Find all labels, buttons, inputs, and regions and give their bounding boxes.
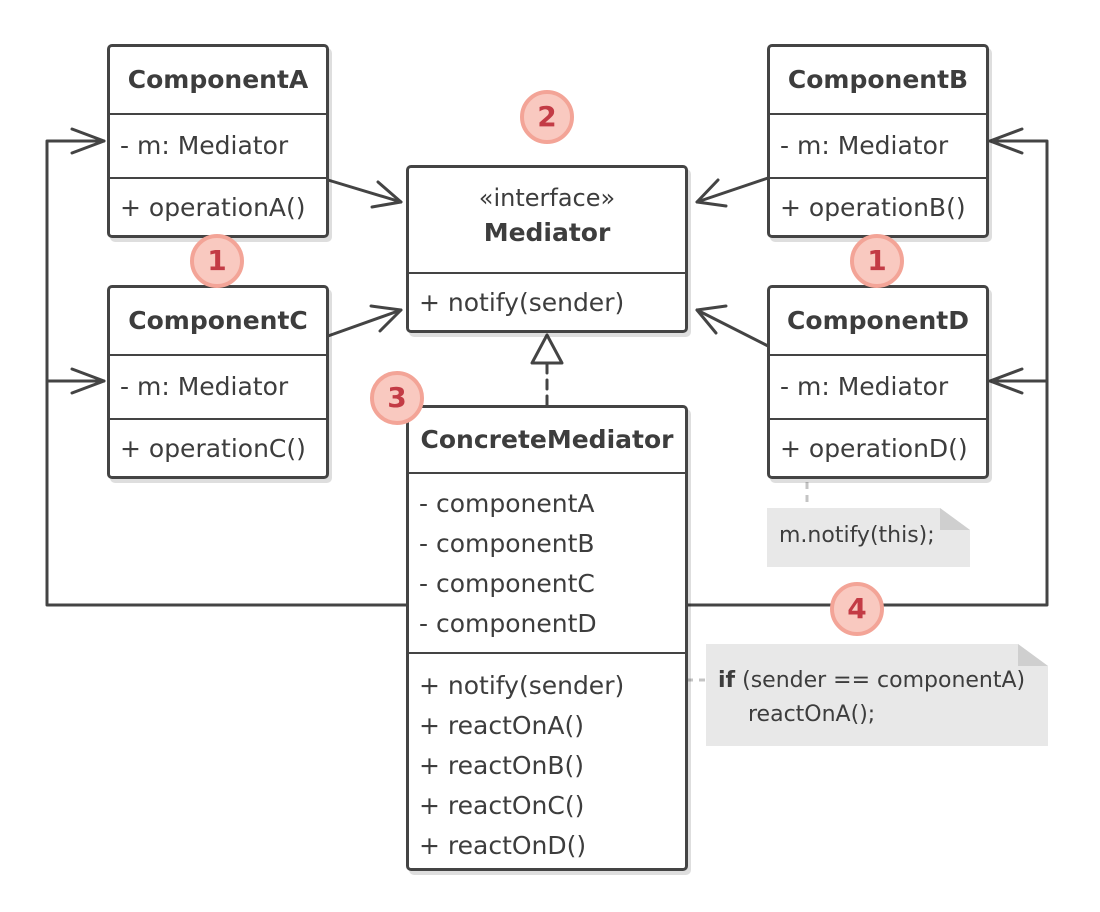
concrete-mediator-fields: - componentA - componentB - componentC -… xyxy=(409,472,685,652)
component-note-text: m.notify(this); xyxy=(779,523,935,548)
component-d-class: ComponentD - m: Mediator + operationD() xyxy=(767,285,989,479)
component-a-method: + operationA() xyxy=(110,177,326,235)
arrowhead-b-mediator xyxy=(695,178,728,208)
arrowhead-to-component-b xyxy=(988,127,1024,155)
concrete-mediator-method: + reactOnC() xyxy=(419,791,585,820)
if-condition: (sender == componentA) xyxy=(735,668,1026,693)
component-a-field: - m: Mediator xyxy=(110,113,326,177)
component-b-class: ComponentB - m: Mediator + operationB() xyxy=(767,44,989,238)
link-c-to-mediator xyxy=(326,308,403,338)
component-b-method: + operationB() xyxy=(770,177,986,235)
step-badge-1-right: 1 xyxy=(850,234,904,288)
component-b-field: - m: Mediator xyxy=(770,113,986,177)
mediator-note-line-2: reactOnA(); xyxy=(748,702,876,727)
step-badge-3: 3 xyxy=(370,371,424,425)
mediator-name: Mediator xyxy=(483,218,611,247)
step-badge-4: 4 xyxy=(830,582,884,636)
concrete-mediator-method: + reactOnA() xyxy=(419,711,585,740)
mediator-stereotype: «interface» xyxy=(478,184,616,212)
concrete-mediator-field: - componentA xyxy=(419,489,595,518)
arrowhead-to-component-a xyxy=(70,127,106,155)
concrete-mediator-field: - componentB xyxy=(419,529,595,558)
link-a-to-mediator xyxy=(326,178,403,204)
link-d-to-mediator xyxy=(695,308,770,348)
arrowhead-to-component-d xyxy=(988,367,1024,395)
component-a-name: ComponentA xyxy=(127,65,309,94)
component-d-name: ComponentD xyxy=(787,306,969,335)
component-c-name: ComponentC xyxy=(128,306,308,335)
component-a-class: ComponentA - m: Mediator + operationA() xyxy=(107,44,329,238)
concrete-mediator-methods: + notify(sender) + reactOnA() + reactOnB… xyxy=(409,652,685,866)
arrowhead-a-mediator xyxy=(370,180,403,209)
concrete-mediator-class: ConcreteMediator - componentA - componen… xyxy=(406,405,688,871)
if-keyword: if xyxy=(718,668,736,693)
component-d-field: - m: Mediator xyxy=(770,354,986,418)
step-badge-2: 2 xyxy=(520,90,574,144)
concrete-mediator-name: ConcreteMediator xyxy=(420,425,674,454)
component-b-name: ComponentB xyxy=(787,65,969,94)
realization-triangle xyxy=(530,333,564,365)
component-c-method: + operationC() xyxy=(110,418,326,476)
arrowhead-d-mediator xyxy=(695,304,728,335)
concrete-mediator-field: - componentC xyxy=(419,569,595,598)
concrete-mediator-method: + reactOnB() xyxy=(419,751,585,780)
left-loop-connector xyxy=(45,139,410,607)
component-d-method: + operationD() xyxy=(770,418,986,476)
arrowhead-to-component-c xyxy=(70,367,106,395)
component-note: m.notify(this); xyxy=(767,508,970,567)
step-badge-1-left: 1 xyxy=(190,234,244,288)
mediator-interface: «interface» Mediator + notify(sender) xyxy=(406,165,688,333)
mediator-notify-method: + notify(sender) xyxy=(409,272,685,330)
mediator-note: if (sender == componentA) reactOnA(); xyxy=(706,644,1048,746)
concrete-mediator-method: + reactOnD() xyxy=(419,831,587,860)
component-c-class: ComponentC - m: Mediator + operationC() xyxy=(107,285,329,479)
mediator-note-fold xyxy=(1018,644,1048,666)
arrowhead-c-mediator xyxy=(369,304,403,333)
component-note-fold xyxy=(940,508,970,530)
concrete-mediator-method: + notify(sender) xyxy=(419,671,625,700)
mediator-header: «interface» Mediator xyxy=(409,168,685,272)
component-c-field: - m: Mediator xyxy=(110,354,326,418)
mediator-note-line-1: if (sender == componentA) xyxy=(718,664,1048,698)
link-b-to-mediator xyxy=(695,176,770,204)
concrete-mediator-field: - componentD xyxy=(419,609,597,638)
